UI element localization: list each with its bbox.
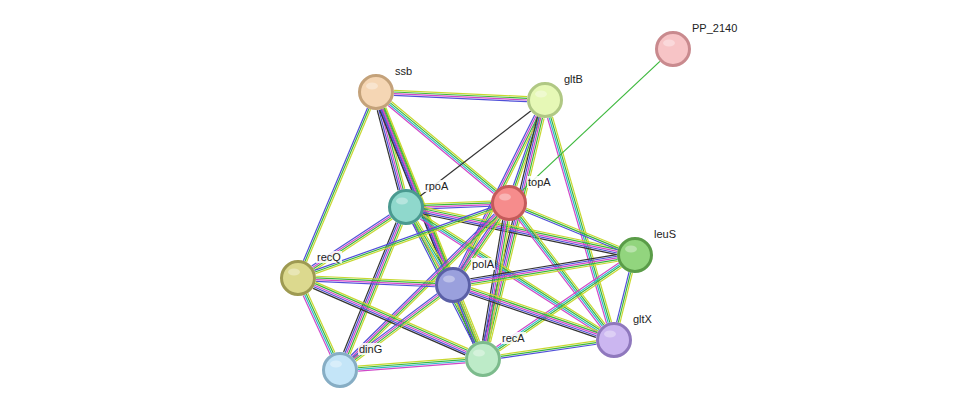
interaction-edge [303, 108, 370, 262]
evidence-line [471, 289, 598, 332]
evidence-line [354, 295, 438, 358]
interaction-edge [424, 201, 491, 209]
evidence-line [353, 294, 437, 357]
evidence-line [308, 293, 335, 352]
evidence-line [469, 292, 596, 335]
evidence-line [522, 61, 660, 190]
evidence-line [355, 297, 439, 360]
evidence-line [462, 217, 498, 269]
evidence-line [526, 208, 619, 246]
evidence-line [470, 255, 616, 279]
node-circle [465, 341, 501, 377]
protein-node: polA [435, 267, 471, 303]
node-circle [596, 322, 632, 358]
interaction-edge [617, 272, 633, 323]
evidence-line [460, 302, 476, 343]
evidence-line [470, 256, 616, 280]
protein-label: leuS [653, 228, 677, 240]
evidence-line [314, 218, 392, 269]
interaction-edge [458, 301, 478, 343]
protein-label: gltB [563, 73, 584, 85]
evidence-line [313, 216, 391, 267]
protein-node: recA [465, 341, 501, 377]
protein-node: dinG [322, 352, 358, 388]
node-circle [388, 189, 424, 225]
evidence-line [388, 105, 493, 193]
protein-node: recQ [280, 260, 316, 296]
evidence-line [353, 216, 496, 358]
evidence-line [469, 294, 596, 337]
evidence-line [461, 301, 477, 342]
node-circle [527, 82, 563, 118]
node-circle [491, 185, 527, 221]
evidence-line [394, 95, 527, 101]
interaction-edge [394, 90, 527, 101]
evidence-line [423, 214, 617, 255]
interaction-edge [469, 288, 598, 338]
interaction-edge [303, 293, 335, 354]
protein-node: gltX [596, 322, 632, 358]
node-circle [435, 267, 471, 303]
evidence-line [306, 294, 333, 353]
evidence-line [470, 291, 597, 334]
evidence-line [358, 363, 465, 371]
protein-label: rpoA [424, 180, 449, 192]
protein-label: recA [501, 332, 526, 344]
protein-label: ssb [394, 65, 413, 77]
protein-node: gltB [527, 82, 563, 118]
protein-node: PP_2140 [655, 31, 691, 67]
protein-label: PP_2140 [691, 22, 738, 34]
interaction-edge [522, 61, 660, 190]
protein-label: dinG [358, 343, 383, 355]
protein-node: rpoA [388, 189, 424, 225]
evidence-line [501, 344, 596, 358]
evidence-line [356, 298, 440, 361]
evidence-line [471, 288, 598, 331]
node-circle [617, 237, 653, 273]
interaction-edge [353, 294, 440, 361]
evidence-line [316, 281, 435, 286]
protein-node: leuS [617, 237, 653, 273]
protein-node: ssb [358, 74, 394, 110]
evidence-line [314, 219, 392, 270]
protein-label: gltX [632, 313, 653, 325]
interaction-edge [518, 216, 605, 328]
evidence-line [424, 206, 491, 209]
node-circle [358, 74, 394, 110]
evidence-line [303, 295, 330, 354]
evidence-line [305, 295, 332, 354]
evidence-line [501, 343, 596, 357]
evidence-line [618, 272, 630, 322]
evidence-line [458, 302, 474, 343]
evidence-line [312, 215, 390, 266]
evidence-line [386, 107, 480, 341]
evidence-line [358, 361, 465, 369]
node-circle [655, 31, 691, 67]
evidence-line [617, 272, 629, 322]
node-circle [322, 352, 358, 388]
protein-label: recQ [316, 251, 342, 263]
protein-label: topA [527, 176, 552, 188]
interaction-edge [316, 276, 435, 286]
evidence-line [422, 216, 600, 330]
interaction-edge [388, 102, 497, 194]
interaction-edge [358, 358, 465, 371]
protein-node: topA [491, 185, 527, 221]
protein-label: polA [471, 258, 495, 270]
evidence-line [552, 117, 611, 322]
evidence-line [620, 273, 632, 323]
node-circle [280, 260, 316, 296]
